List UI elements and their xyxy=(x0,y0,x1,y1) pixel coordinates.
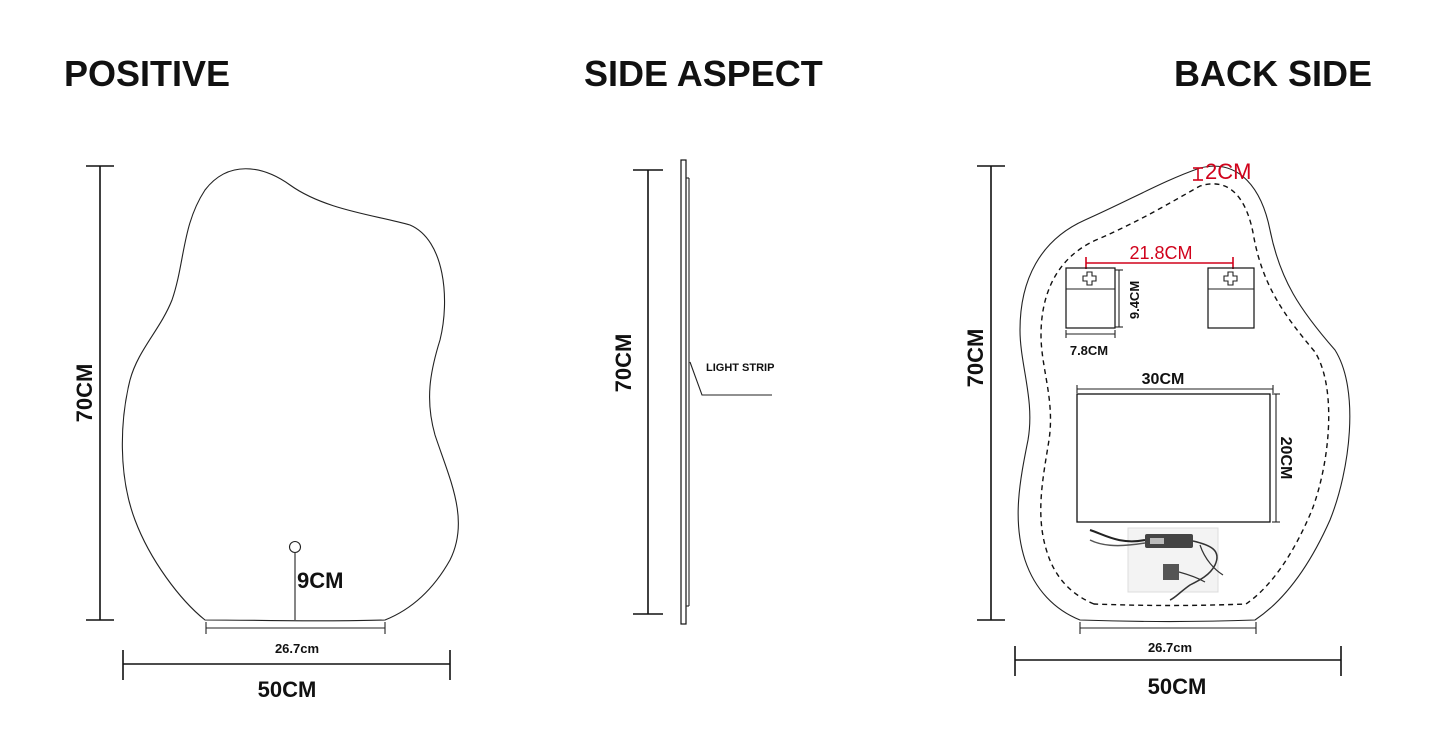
driver-unit-icon xyxy=(1145,534,1193,548)
left-bracket-screw-icon xyxy=(1082,271,1097,286)
heading-back-side: BACK SIDE xyxy=(1174,53,1372,94)
back-view: 70CM 2CM 21.8CM 9.4CM 7.8CM xyxy=(963,159,1351,699)
back-height-label: 70CM xyxy=(963,329,988,388)
back-light-strip-dashed xyxy=(1040,183,1330,607)
light-strip-label: LIGHT STRIP xyxy=(706,362,774,374)
mirror-profile xyxy=(680,159,687,625)
right-hanging-bracket xyxy=(1207,267,1255,329)
bracket-height-label: 9.4CM xyxy=(1127,281,1142,319)
offset-label: 2CM xyxy=(1205,159,1251,184)
heading-positive: POSITIVE xyxy=(64,53,230,94)
left-hanging-bracket xyxy=(1065,267,1116,329)
connector-plug-icon xyxy=(1163,564,1179,580)
driver-wiring-illustration xyxy=(1089,527,1224,601)
height-label: 70CM xyxy=(72,364,97,423)
touch-button-icon xyxy=(288,540,302,554)
side-view: 70CM LIGHT STRIP xyxy=(611,159,774,625)
heading-side-aspect: SIDE ASPECT xyxy=(584,53,823,94)
base-width-label: 26.7cm xyxy=(275,641,319,656)
width-label: 50CM xyxy=(258,677,317,702)
bracket-width-label: 7.8CM xyxy=(1070,343,1108,358)
box-height-label: 20CM xyxy=(1277,437,1294,480)
back-mirror-outline xyxy=(1017,165,1351,623)
button-height-label: 9CM xyxy=(297,568,343,593)
box-width-label: 30CM xyxy=(1142,371,1185,388)
light-strip-leader-line xyxy=(689,361,772,396)
back-width-label: 50CM xyxy=(1148,674,1207,699)
right-bracket-screw-icon xyxy=(1223,271,1238,286)
back-base-width-label: 26.7cm xyxy=(1148,640,1192,655)
control-box xyxy=(1076,393,1271,523)
side-height-label: 70CM xyxy=(611,334,636,393)
mirror-outline xyxy=(121,168,459,622)
positive-view: 70CM 9CM 26.7cm 50CM xyxy=(72,165,459,702)
bracket-spacing-label: 21.8CM xyxy=(1129,243,1192,263)
